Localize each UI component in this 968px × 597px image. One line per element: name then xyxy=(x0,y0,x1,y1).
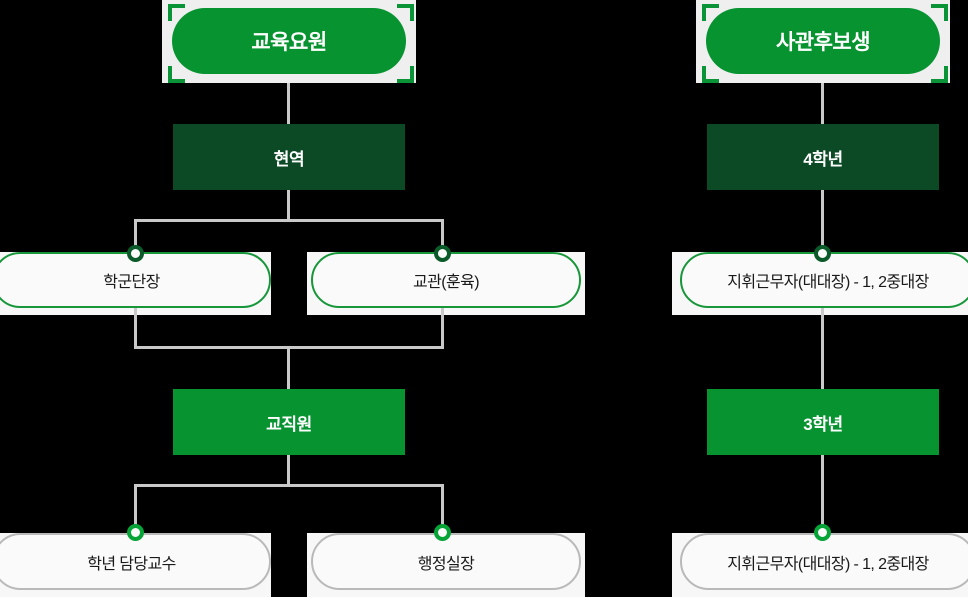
connector-left-level1-horizontal xyxy=(134,219,444,222)
left-root-label: 교육요원 xyxy=(172,8,406,74)
node-hakyeon-damdang-gyosu[interactable]: 학년 담당교수 xyxy=(0,533,271,590)
connector-left-merge-a xyxy=(134,308,137,349)
left-level1-bar[interactable]: 현역 xyxy=(173,124,405,190)
corner-bracket-tl-icon xyxy=(702,4,719,21)
node-gyogwan-label: 교관(훈육) xyxy=(413,274,480,291)
right-level2-label: 3학년 xyxy=(803,414,843,434)
connector-dot-haengjeongsiljang-icon xyxy=(434,524,451,541)
connector-left-level1-branch-b xyxy=(441,219,444,260)
corner-bracket-tr-icon xyxy=(931,4,948,21)
connector-left-level2-horizontal xyxy=(134,484,444,487)
connector-right-root-to-level1 xyxy=(821,83,824,125)
node-jihwigeunmuja-4-label: 지휘근무자(대대장) - 1, 2중대장 xyxy=(727,274,929,291)
left-level1-label: 현역 xyxy=(273,149,305,169)
connector-right-level2-down xyxy=(821,455,824,529)
connector-right-level1-down xyxy=(821,190,824,260)
corner-bracket-tl-icon xyxy=(168,4,185,21)
node-gyogwan[interactable]: 교관(훈육) xyxy=(311,252,581,308)
corner-bracket-br-icon xyxy=(397,66,414,83)
connector-dot-hakgundanjang-icon xyxy=(127,245,144,262)
corner-bracket-bl-icon xyxy=(702,66,719,83)
connector-right-level1-to-level2 xyxy=(821,308,824,390)
connector-left-merge-down xyxy=(287,346,290,390)
right-level1-bar[interactable]: 4학년 xyxy=(707,124,939,190)
node-jihwigeunmuja-4[interactable]: 지휘근무자(대대장) - 1, 2중대장 xyxy=(680,252,968,308)
corner-bracket-br-icon xyxy=(931,66,948,83)
right-root-label: 사관후보생 xyxy=(706,8,940,74)
connector-left-level1-branch-a xyxy=(134,219,137,260)
node-hakgundanjang-label: 학군단장 xyxy=(103,274,160,291)
right-root-node[interactable]: 사관후보생 xyxy=(706,8,940,74)
connector-left-level2-down xyxy=(287,455,290,487)
node-haengjeongsiljang[interactable]: 행정실장 xyxy=(311,533,581,590)
connector-dot-hakyeon-icon xyxy=(127,524,144,541)
connector-left-level2-branch-b xyxy=(441,484,444,528)
node-jihwigeunmuja-3-label: 지휘근무자(대대장) - 1, 2중대장 xyxy=(727,555,929,573)
connector-dot-gyogwan-icon xyxy=(434,245,451,262)
right-level2-bar[interactable]: 3학년 xyxy=(707,389,939,455)
connector-dot-jihwigeunmuja-3-icon xyxy=(814,524,831,541)
corner-bracket-tr-icon xyxy=(397,4,414,21)
node-jihwigeunmuja-3[interactable]: 지휘근무자(대대장) - 1, 2중대장 xyxy=(680,533,968,590)
node-hakyeon-damdang-gyosu-label: 학년 담당교수 xyxy=(87,555,176,573)
connector-left-level2-branch-a xyxy=(134,484,137,528)
right-level1-label: 4학년 xyxy=(803,149,843,169)
left-level2-label: 교직원 xyxy=(266,414,312,434)
left-level2-bar[interactable]: 교직원 xyxy=(173,389,405,455)
connector-dot-jihwigeunmuja-4-icon xyxy=(814,245,831,262)
node-haengjeongsiljang-label: 행정실장 xyxy=(417,555,475,573)
connector-left-root-to-level1 xyxy=(287,83,290,125)
corner-bracket-bl-icon xyxy=(168,66,185,83)
connector-left-level1-down xyxy=(287,190,290,222)
connector-left-merge-b xyxy=(441,308,444,349)
left-root-node[interactable]: 교육요원 xyxy=(172,8,406,74)
